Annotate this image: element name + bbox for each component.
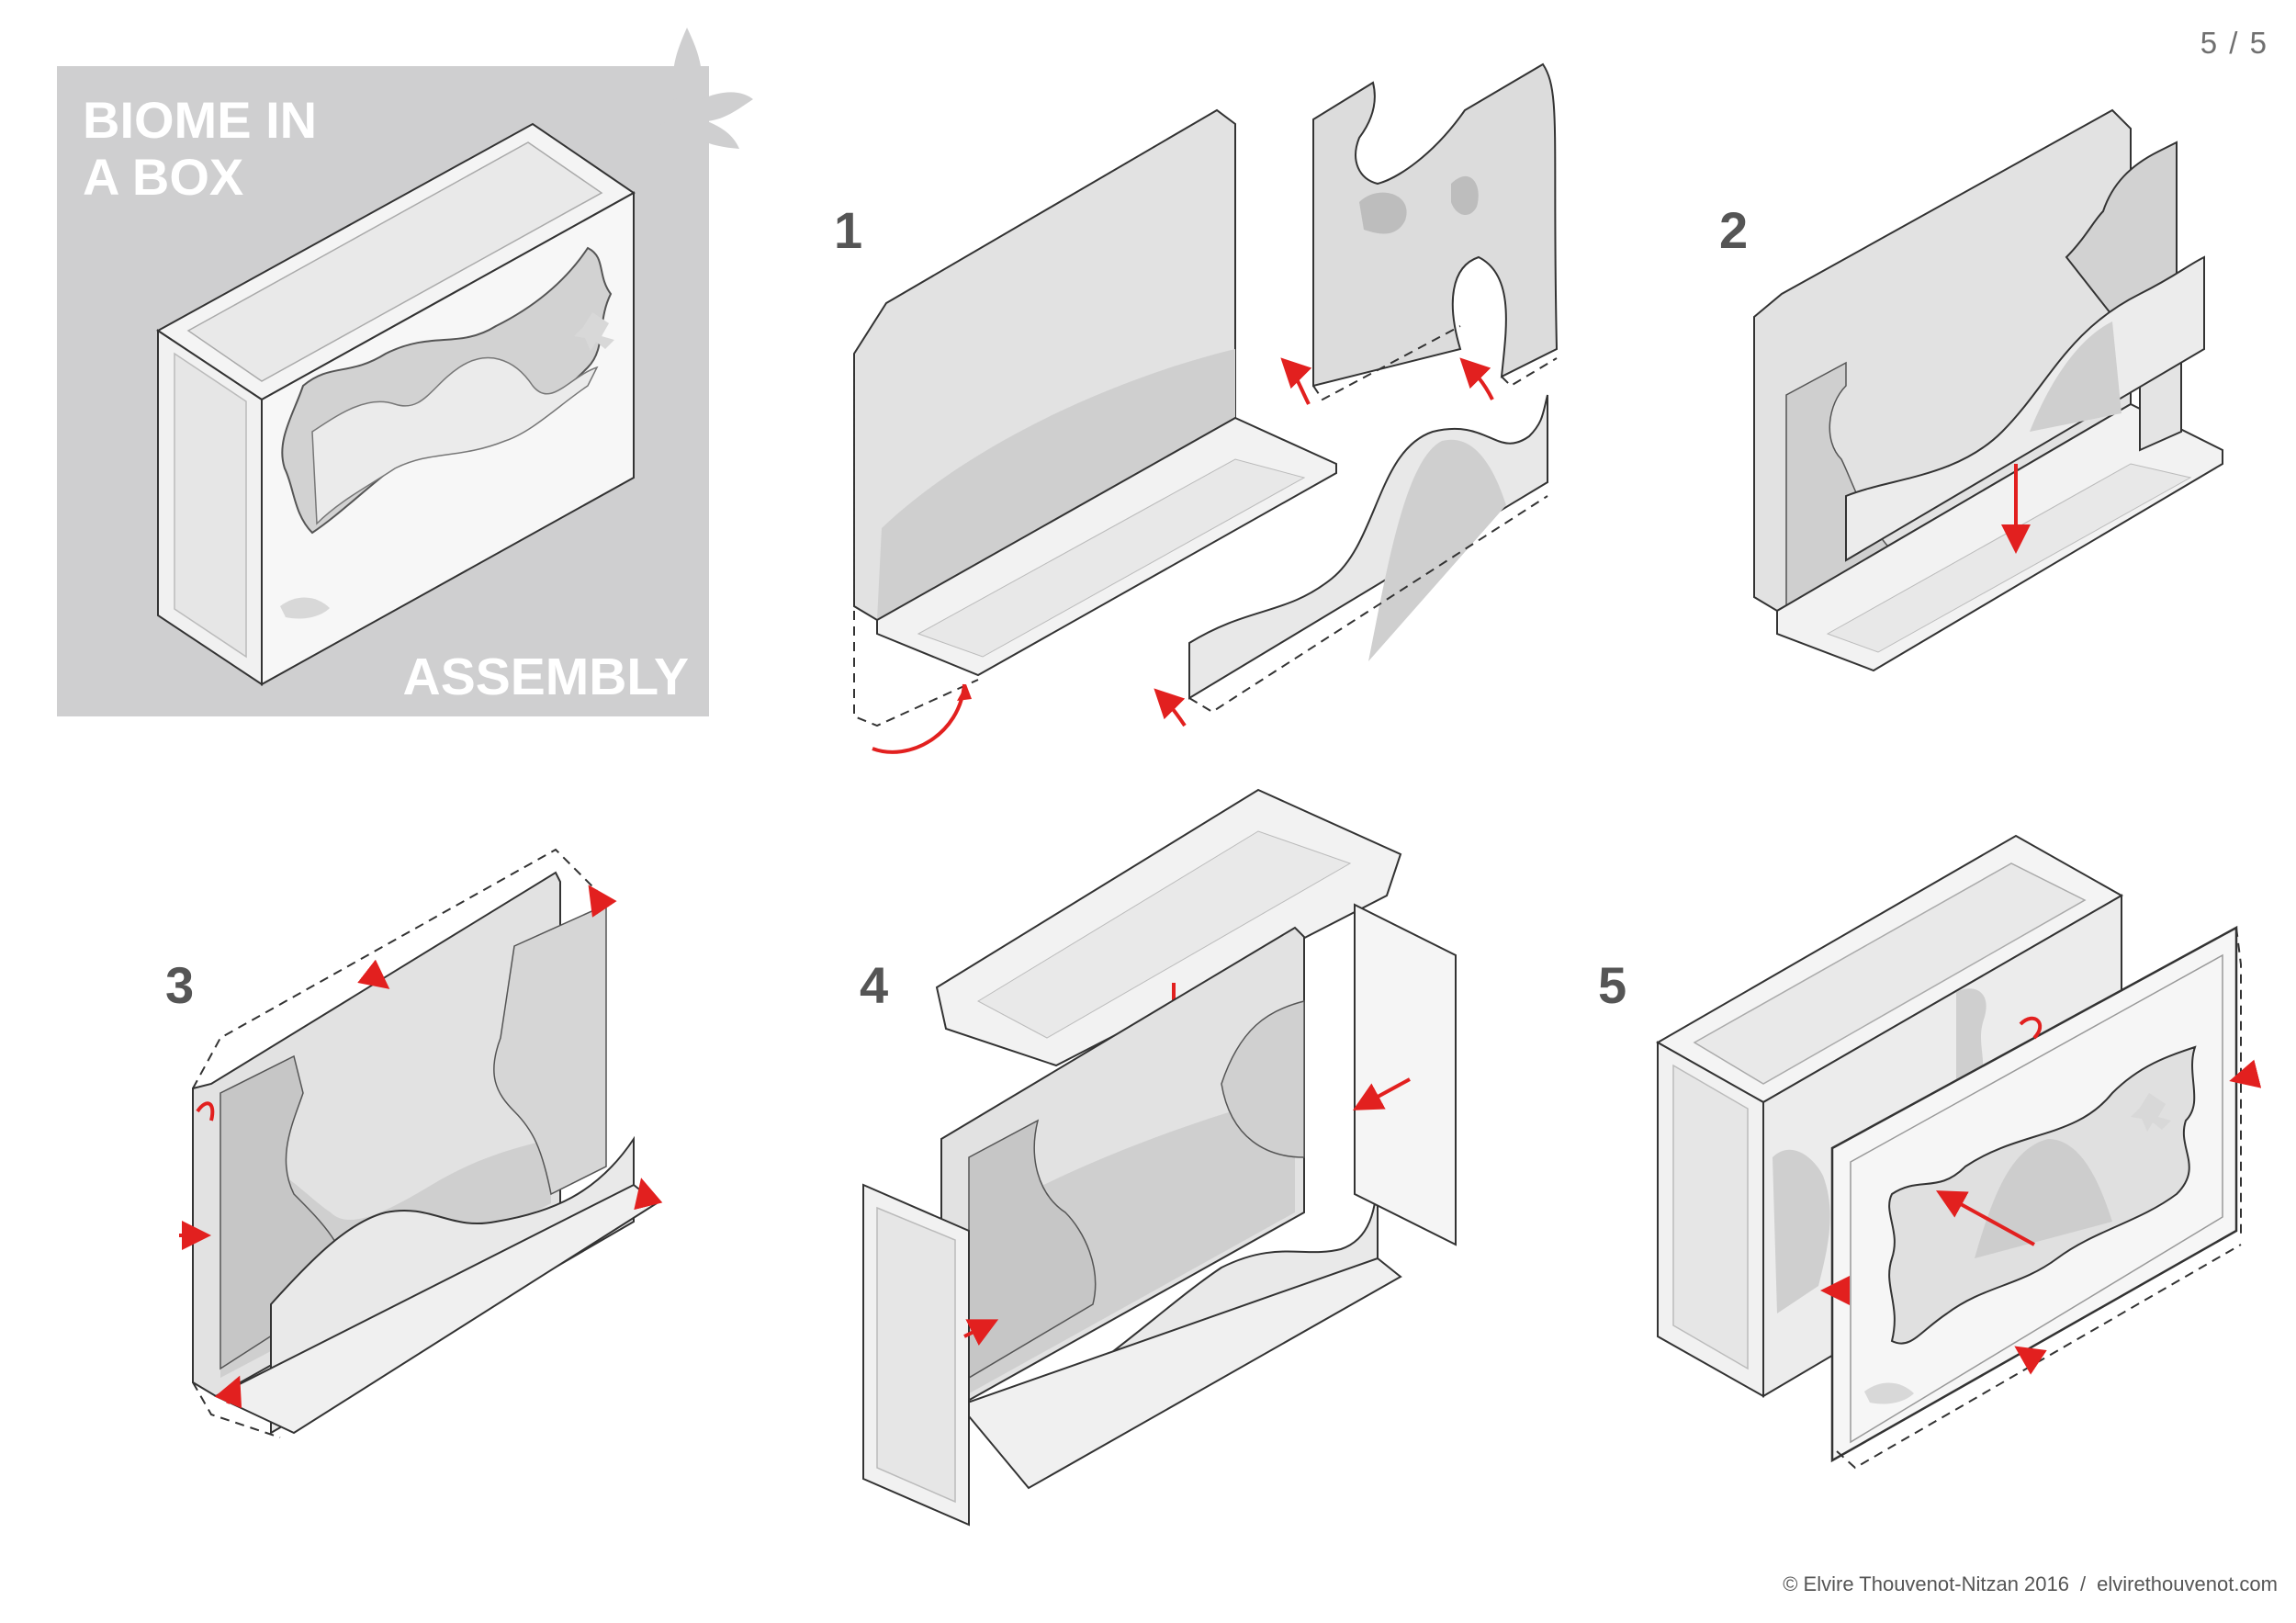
step-4-number: 4: [860, 956, 889, 1014]
step-2-illustration: [1753, 108, 2223, 672]
cover-box-illustration: [156, 122, 636, 686]
assembly-heading: ASSEMBLY: [402, 648, 689, 706]
step-1-number: 1: [834, 201, 863, 259]
leaf-logo-icon: [622, 28, 753, 161]
page-number: 5 / 5: [2200, 26, 2268, 60]
footer-credit: © Elvire Thouvenot-Nitzan 2016 / elviretho…: [1783, 1572, 2278, 1596]
footer-separator: /: [2079, 1572, 2087, 1595]
step-5-number: 5: [1598, 956, 1627, 1014]
step-1-illustration: [853, 62, 1559, 754]
website-link[interactable]: elvirethouvenot.com: [2097, 1572, 2278, 1595]
step-5-illustration: [1655, 834, 2262, 1470]
step-3-number: 3: [165, 956, 195, 1014]
step-3-illustration: [179, 848, 663, 1438]
project-title-line-2: A BOX: [83, 148, 244, 206]
project-title-line-1: BIOME IN: [83, 91, 318, 149]
step-4-illustration: [862, 788, 1457, 1527]
step-2-number: 2: [1719, 201, 1749, 259]
copyright-text: © Elvire Thouvenot-Nitzan 2016: [1783, 1572, 2069, 1595]
project-title: BIOME IN A BOX: [83, 92, 317, 206]
